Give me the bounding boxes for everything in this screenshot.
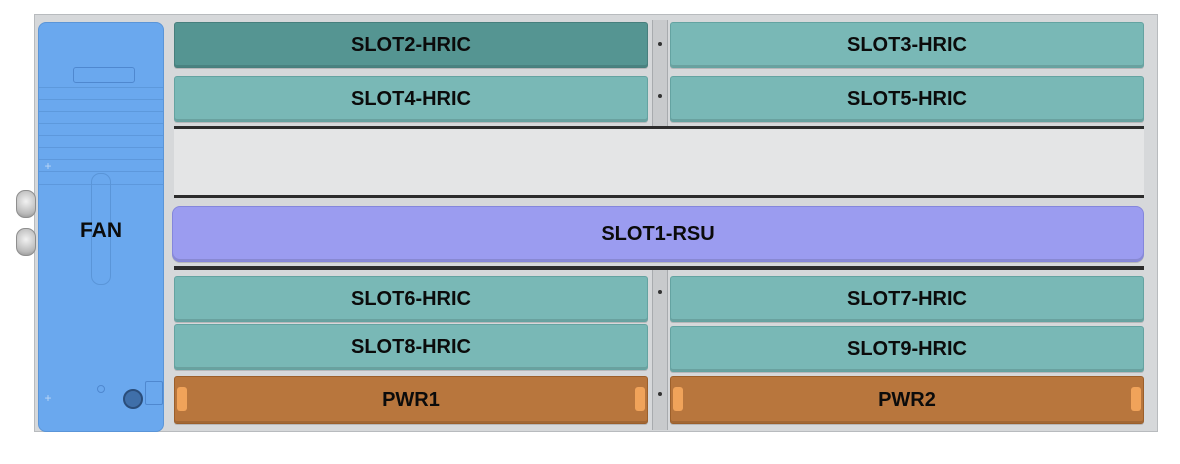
screw-icon: +	[44, 391, 52, 405]
slot1-label: SLOT1-RSU	[601, 222, 715, 245]
fan-handle-icon	[91, 173, 111, 285]
fan-slot-map	[39, 87, 163, 185]
slot8-label: SLOT8-HRIC	[351, 335, 471, 358]
slot3-label: SLOT3-HRIC	[847, 33, 967, 56]
slot2-card[interactable]: SLOT2-HRIC	[174, 22, 648, 68]
pwr1-card[interactable]: PWR1	[174, 376, 648, 424]
fan-label: FAN	[80, 219, 122, 242]
pwr2-left-latch-icon	[673, 387, 683, 411]
pwr2-card[interactable]: PWR2	[670, 376, 1144, 424]
slot9-label: SLOT9-HRIC	[847, 337, 967, 360]
slot5-card[interactable]: SLOT5-HRIC	[670, 76, 1144, 122]
upper-divider	[652, 20, 668, 128]
fan-led-icon	[97, 385, 105, 393]
slot9-card[interactable]: SLOT9-HRIC	[670, 326, 1144, 372]
slot2-label: SLOT2-HRIC	[351, 33, 471, 56]
fan-tag-icon	[145, 381, 163, 405]
slot4-label: SLOT4-HRIC	[351, 87, 471, 110]
side-connector-icon	[16, 190, 36, 218]
slot6-label: SLOT6-HRIC	[351, 287, 471, 310]
slot3-card[interactable]: SLOT3-HRIC	[670, 22, 1144, 68]
pwr1-left-latch-icon	[177, 387, 187, 411]
fan-nameplate	[73, 67, 135, 83]
fan-knob-icon	[123, 389, 143, 409]
slot7-label: SLOT7-HRIC	[847, 287, 967, 310]
slot4-card[interactable]: SLOT4-HRIC	[174, 76, 648, 122]
slot8-card[interactable]: SLOT8-HRIC	[174, 324, 648, 370]
pwr2-right-latch-icon	[1131, 387, 1141, 411]
rail	[174, 266, 1144, 270]
screw-icon: +	[44, 159, 52, 173]
slot1-card[interactable]: SLOT1-RSU	[172, 206, 1144, 262]
side-connector-icon	[16, 228, 36, 256]
pwr1-label: PWR1	[382, 388, 440, 411]
slot6-card[interactable]: SLOT6-HRIC	[174, 276, 648, 322]
fan-module[interactable]: FAN + +	[38, 22, 164, 432]
blank-panel	[174, 126, 1144, 198]
slot7-card[interactable]: SLOT7-HRIC	[670, 276, 1144, 322]
lower-divider	[652, 270, 668, 430]
pwr2-label: PWR2	[878, 388, 936, 411]
pwr1-right-latch-icon	[635, 387, 645, 411]
slot5-label: SLOT5-HRIC	[847, 87, 967, 110]
